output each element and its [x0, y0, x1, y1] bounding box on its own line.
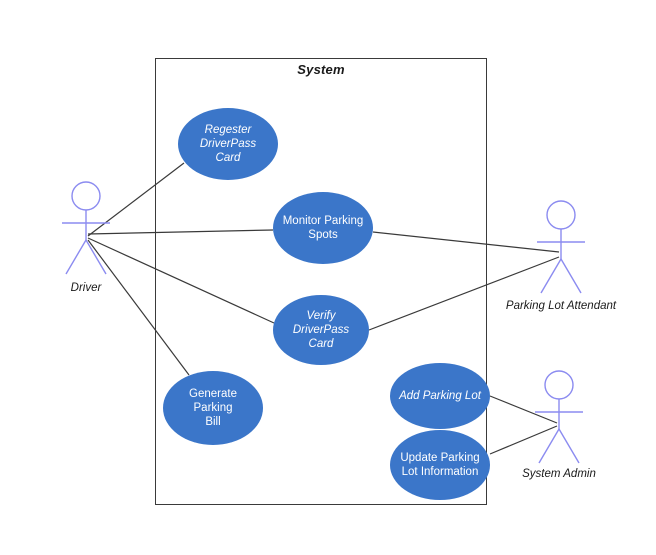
use-case-label: Monitor Parking Spots	[282, 215, 364, 241]
use-case-label: Regester DriverPass Card	[199, 124, 257, 164]
actor-stick-figure-icon	[535, 370, 583, 464]
use-case-update-parking-lot-information[interactable]: Update Parking Lot Information	[390, 430, 490, 500]
use-case-monitor-parking-spots[interactable]: Monitor Parking Spots	[273, 192, 373, 264]
actor-driver[interactable]	[51, 178, 121, 278]
actor-label-driver: Driver	[70, 282, 102, 294]
actor-parking-lot-attendant[interactable]	[526, 197, 596, 297]
actor-system-admin[interactable]	[524, 367, 594, 467]
use-case-label: Verify DriverPass Card	[292, 310, 350, 350]
use-case-add-parking-lot[interactable]: Add Parking Lot	[390, 363, 490, 429]
system-boundary-title: System	[297, 62, 345, 77]
use-case-verify-driverpass-card[interactable]: Verify DriverPass Card	[273, 295, 369, 365]
use-case-regester-driverpass-card[interactable]: Regester DriverPass Card	[178, 108, 278, 180]
system-boundary-box	[155, 58, 487, 505]
actor-label-parking-lot-attendant: Parking Lot Attendant	[505, 300, 617, 312]
use-case-generate-parking-bill[interactable]: Generate Parking Bill	[163, 371, 263, 445]
actor-label-system-admin: System Admin	[522, 468, 596, 480]
use-case-label: Update Parking Lot Information	[400, 452, 480, 478]
use-case-label: Generate Parking Bill	[189, 388, 237, 428]
actor-stick-figure-icon	[62, 181, 110, 275]
actor-stick-figure-icon	[537, 200, 585, 294]
use-case-label: Add Parking Lot	[399, 390, 481, 402]
